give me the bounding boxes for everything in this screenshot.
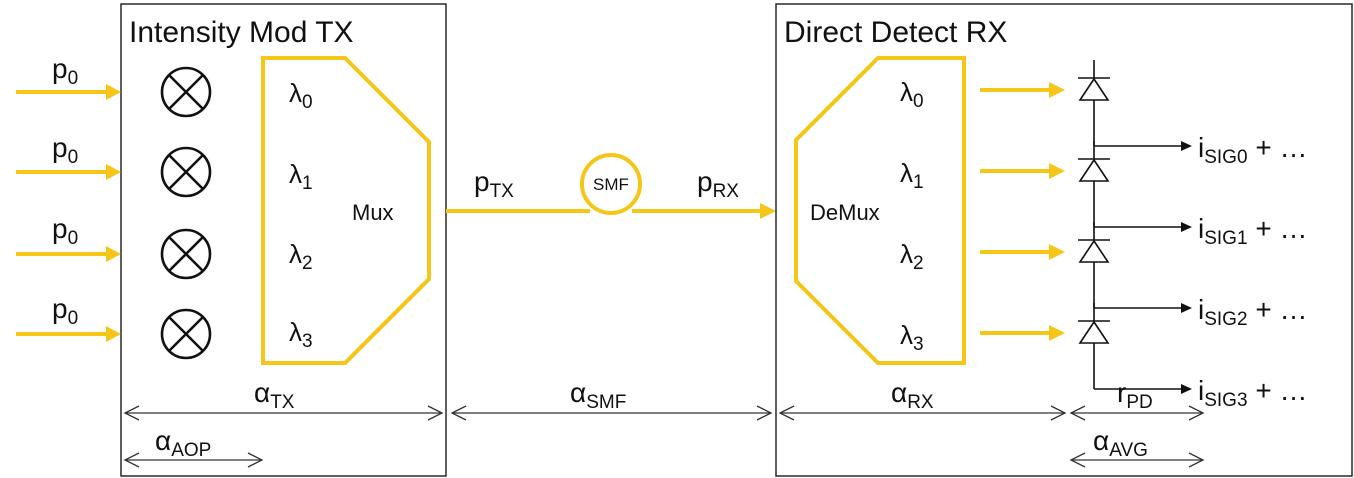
tx-title: Intensity Mod TX xyxy=(129,16,354,49)
rx-channel-arrow-0 xyxy=(980,82,1065,98)
r-pd-label: rPD xyxy=(1117,377,1153,413)
dimension-arrow-smf xyxy=(450,405,773,421)
demux-wavelength-label: λ2 xyxy=(900,239,924,274)
tx-input-arrow-2 xyxy=(16,246,121,262)
tx-input-arrow-3 xyxy=(16,326,121,342)
tx-input-arrow-0 xyxy=(16,84,121,100)
dimension-arrow-pd xyxy=(1069,405,1205,421)
photodiode-icon xyxy=(1078,303,1192,394)
demux-wavelength-label: λ3 xyxy=(900,320,924,355)
rx-channel-arrow-1 xyxy=(980,163,1065,179)
alpha-avg-label: αAVG xyxy=(1093,425,1148,461)
photodiode-icon xyxy=(1078,141,1192,232)
demux-wavelength-label: λ0 xyxy=(900,77,924,112)
dimension-arrow-tx xyxy=(123,405,444,421)
tx-input-label: p0 xyxy=(52,53,78,89)
rx-block xyxy=(775,3,1353,477)
smf-spool-icon xyxy=(580,153,642,215)
tx-input-arrow-1 xyxy=(16,164,121,180)
tx-input-label: p0 xyxy=(52,293,78,329)
mux-wavelength-label: λ0 xyxy=(289,78,313,113)
circled-x-icon xyxy=(160,146,212,198)
p-rx-label: pRX xyxy=(697,166,739,202)
alpha-rx-label: αRX xyxy=(891,377,934,413)
dimension-arrow-aop xyxy=(123,452,264,468)
circled-x-icon xyxy=(160,308,212,360)
photodiode-icon xyxy=(1078,60,1192,151)
output-current-label: iSIG0 + … xyxy=(1198,132,1307,168)
fiber-arrow-head xyxy=(760,203,776,219)
mux-wavelength-label: λ1 xyxy=(289,159,313,194)
circled-x-icon xyxy=(160,228,212,280)
dimension-arrow-rx xyxy=(778,405,1067,421)
p-tx-label: pTX xyxy=(474,166,514,202)
rx-title: Direct Detect RX xyxy=(784,16,1007,49)
tx-input-label: p0 xyxy=(52,132,78,168)
demux-label: DeMux xyxy=(810,200,880,225)
smf-label: SMF xyxy=(593,175,629,194)
circled-x-icon xyxy=(160,66,212,118)
mux-wavelength-label: λ2 xyxy=(289,239,313,274)
rx-channel-arrow-3 xyxy=(980,325,1065,341)
tx-input-label: p0 xyxy=(52,213,78,249)
output-current-label: iSIG2 + … xyxy=(1198,294,1307,330)
mux-label: Mux xyxy=(352,200,394,225)
demux-wavelength-label: λ1 xyxy=(900,158,924,193)
rx-channel-arrow-2 xyxy=(980,244,1065,260)
mux-wavelength-label: λ3 xyxy=(289,317,313,352)
alpha-tx-label: αTX xyxy=(254,377,295,413)
output-current-label: iSIG1 + … xyxy=(1198,213,1307,249)
demux-block xyxy=(794,56,966,365)
dimension-arrow-avg xyxy=(1069,452,1205,468)
alpha-smf-label: αSMF xyxy=(570,377,626,413)
photodiode-icon xyxy=(1078,222,1192,313)
alpha-aop-label: αAOP xyxy=(155,425,211,461)
output-current-label: iSIG3 + … xyxy=(1198,375,1307,411)
mux-block xyxy=(261,56,431,365)
